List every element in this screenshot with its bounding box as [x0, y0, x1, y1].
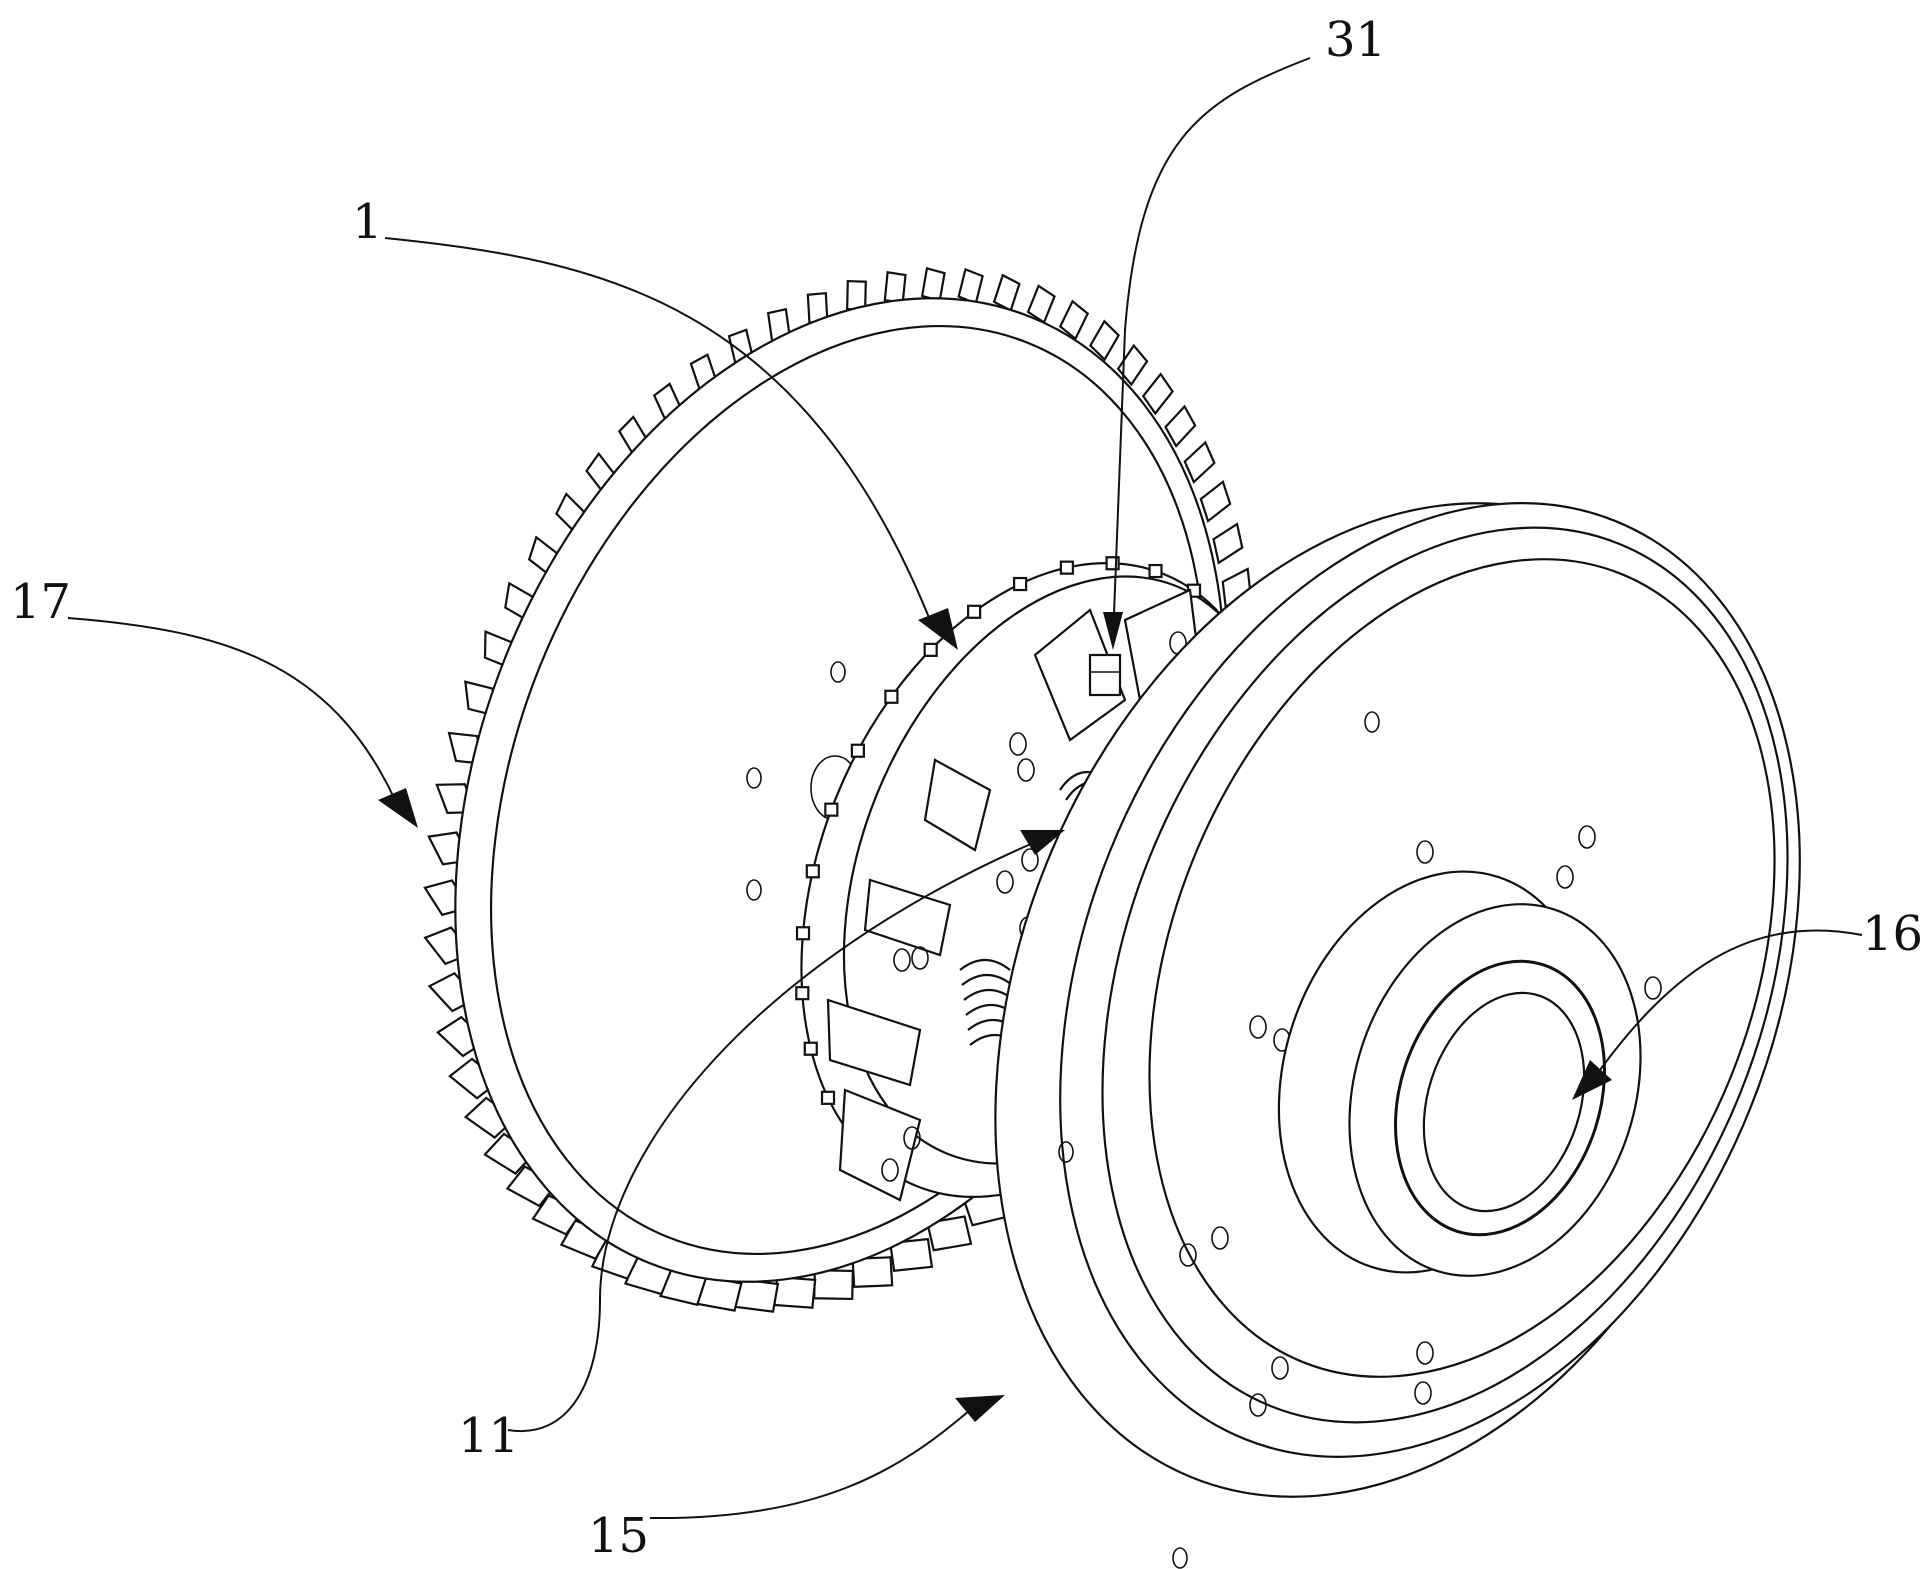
callout-label-31: 31	[1325, 12, 1386, 68]
disc-notch	[795, 926, 811, 941]
friction-pads	[826, 588, 1202, 1202]
disc-notch	[884, 689, 899, 704]
gear-tooth	[1088, 319, 1120, 362]
gear-tooth	[1183, 440, 1216, 484]
callout-label-15: 15	[588, 1508, 649, 1564]
callout-label-17: 17	[10, 574, 71, 630]
gear-tooth	[992, 273, 1021, 313]
disc-notch	[1148, 563, 1163, 579]
leader-lines	[67, 57, 1863, 1520]
disc-notch	[803, 1041, 818, 1056]
gear-tooth	[1212, 522, 1244, 565]
gear-tooth	[773, 1275, 817, 1309]
disc-notch	[1013, 576, 1028, 592]
disc-notch	[824, 802, 839, 817]
callout-label-1: 1	[352, 194, 383, 250]
callout-label-16: 16	[1862, 906, 1922, 962]
gear-tooth	[888, 1237, 934, 1272]
disc-notch	[1059, 560, 1074, 575]
callout-label-11: 11	[458, 1408, 519, 1464]
gear-tooth	[1164, 404, 1197, 448]
disc-notch	[820, 1090, 836, 1105]
disc-notch	[805, 864, 820, 879]
gear-tooth	[925, 1215, 973, 1252]
gear-tooth	[1141, 372, 1174, 416]
connector-block	[1088, 653, 1122, 697]
gear-tooth	[920, 266, 946, 303]
gear-tooth	[883, 271, 907, 305]
gear-tooth	[813, 1269, 854, 1301]
gear-tooth	[1199, 479, 1232, 523]
disc-notch	[967, 604, 982, 619]
pressure-plate-housing	[994, 502, 1801, 1569]
disc-notch	[795, 986, 810, 1001]
gear-tooth	[1026, 284, 1056, 325]
disc-notch	[850, 743, 865, 758]
gear-tooth	[957, 267, 984, 305]
gear-tooth	[1058, 299, 1090, 341]
disc-notch	[923, 642, 938, 657]
callout-labels: 31 1 17 16 11 15	[10, 12, 1922, 1564]
bearing-bore	[1394, 959, 1606, 1237]
